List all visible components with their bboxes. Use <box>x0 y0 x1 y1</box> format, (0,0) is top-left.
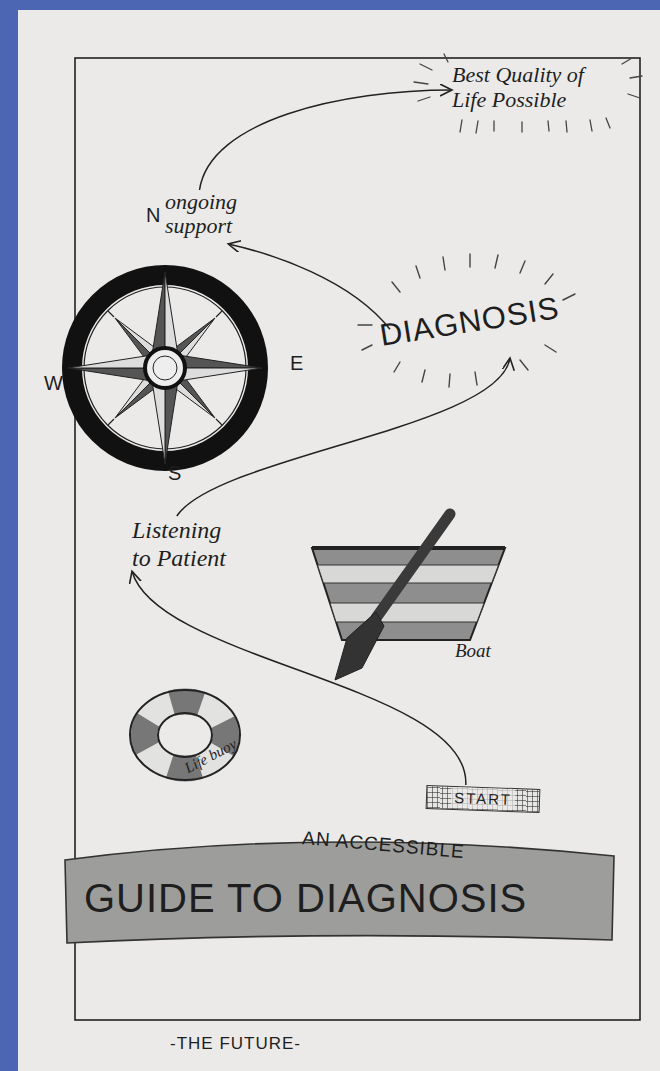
node-text: ongoing support <box>165 190 280 238</box>
path-arrow <box>228 244 390 329</box>
title-banner: AN ACCESSIBLEGUIDE TO DIAGNOSIS <box>62 820 618 946</box>
life-buoy-drawing <box>130 690 240 780</box>
node-text: Listening to Patient <box>132 516 244 572</box>
node-text: Best Quality of Life Possible <box>452 62 622 112</box>
compass-letter: S <box>168 462 181 485</box>
path-arrow <box>132 571 466 785</box>
compass-rose <box>68 272 262 464</box>
step-text: ongoing support <box>165 190 280 244</box>
compass-letter: N <box>146 204 160 227</box>
node-text: START <box>451 787 515 810</box>
caption-text: -THE FUTURE- <box>170 1034 301 1054</box>
compass-letter: E <box>290 352 303 375</box>
part-label: Boat <box>455 640 491 662</box>
part-label: Life buoy <box>182 736 240 777</box>
step-text: Listening to Patient <box>132 516 244 608</box>
glow-rays <box>358 254 575 387</box>
goal-text: Best Quality of Life Possible <box>452 62 622 118</box>
start-box: START <box>426 785 541 813</box>
milestone-text: DIAGNOSIS <box>370 286 570 358</box>
compass-letter: W <box>44 372 63 395</box>
node-text: GUIDE TO DIAGNOSIS <box>84 876 527 921</box>
path-arrow <box>177 358 510 516</box>
banner-outline <box>65 842 614 943</box>
node-text: DIAGNOSIS <box>378 290 563 354</box>
path-arrow <box>200 90 453 190</box>
boat-drawing <box>312 514 505 680</box>
glow-rays <box>414 54 642 133</box>
